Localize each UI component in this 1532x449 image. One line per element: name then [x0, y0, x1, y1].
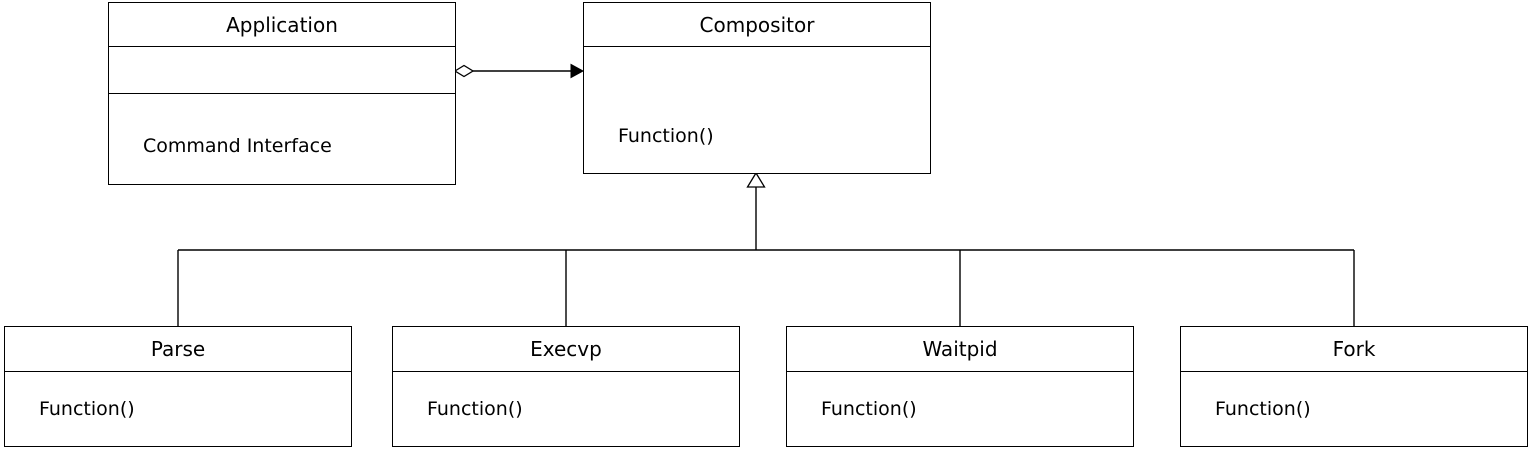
class-fork: Fork Function(): [1180, 326, 1528, 447]
class-application-divider-1: [109, 46, 455, 47]
class-waitpid-divider: [787, 371, 1133, 372]
class-application-divider-2: [109, 93, 455, 94]
class-parse-name: Parse: [150, 337, 206, 361]
aggregation-diamond: [453, 64, 475, 78]
association-arrowhead: [570, 63, 585, 79]
class-waitpid-name: Waitpid: [922, 337, 998, 361]
class-fork-divider: [1181, 371, 1527, 372]
class-execvp-divider: [393, 371, 739, 372]
class-application-operation: Command Interface: [143, 135, 332, 157]
class-execvp-operation: Function(): [427, 398, 523, 420]
class-fork-name: Fork: [1332, 337, 1376, 361]
inheritance-triangle: [746, 171, 766, 188]
class-parse-operation: Function(): [39, 398, 135, 420]
class-compositor-name: Compositor: [699, 13, 815, 37]
class-compositor-divider: [584, 46, 930, 47]
class-waitpid: Waitpid Function(): [786, 326, 1134, 447]
class-application: Application Command Interface: [108, 2, 456, 185]
class-parse-divider: [5, 371, 351, 372]
class-compositor-operation: Function(): [618, 125, 714, 147]
class-application-name: Application: [226, 13, 338, 37]
class-fork-operation: Function(): [1215, 398, 1311, 420]
class-execvp: Execvp Function(): [392, 326, 740, 447]
class-compositor: Compositor Function(): [583, 2, 931, 174]
class-execvp-name: Execvp: [530, 337, 602, 361]
class-parse: Parse Function(): [4, 326, 352, 447]
class-waitpid-operation: Function(): [821, 398, 917, 420]
